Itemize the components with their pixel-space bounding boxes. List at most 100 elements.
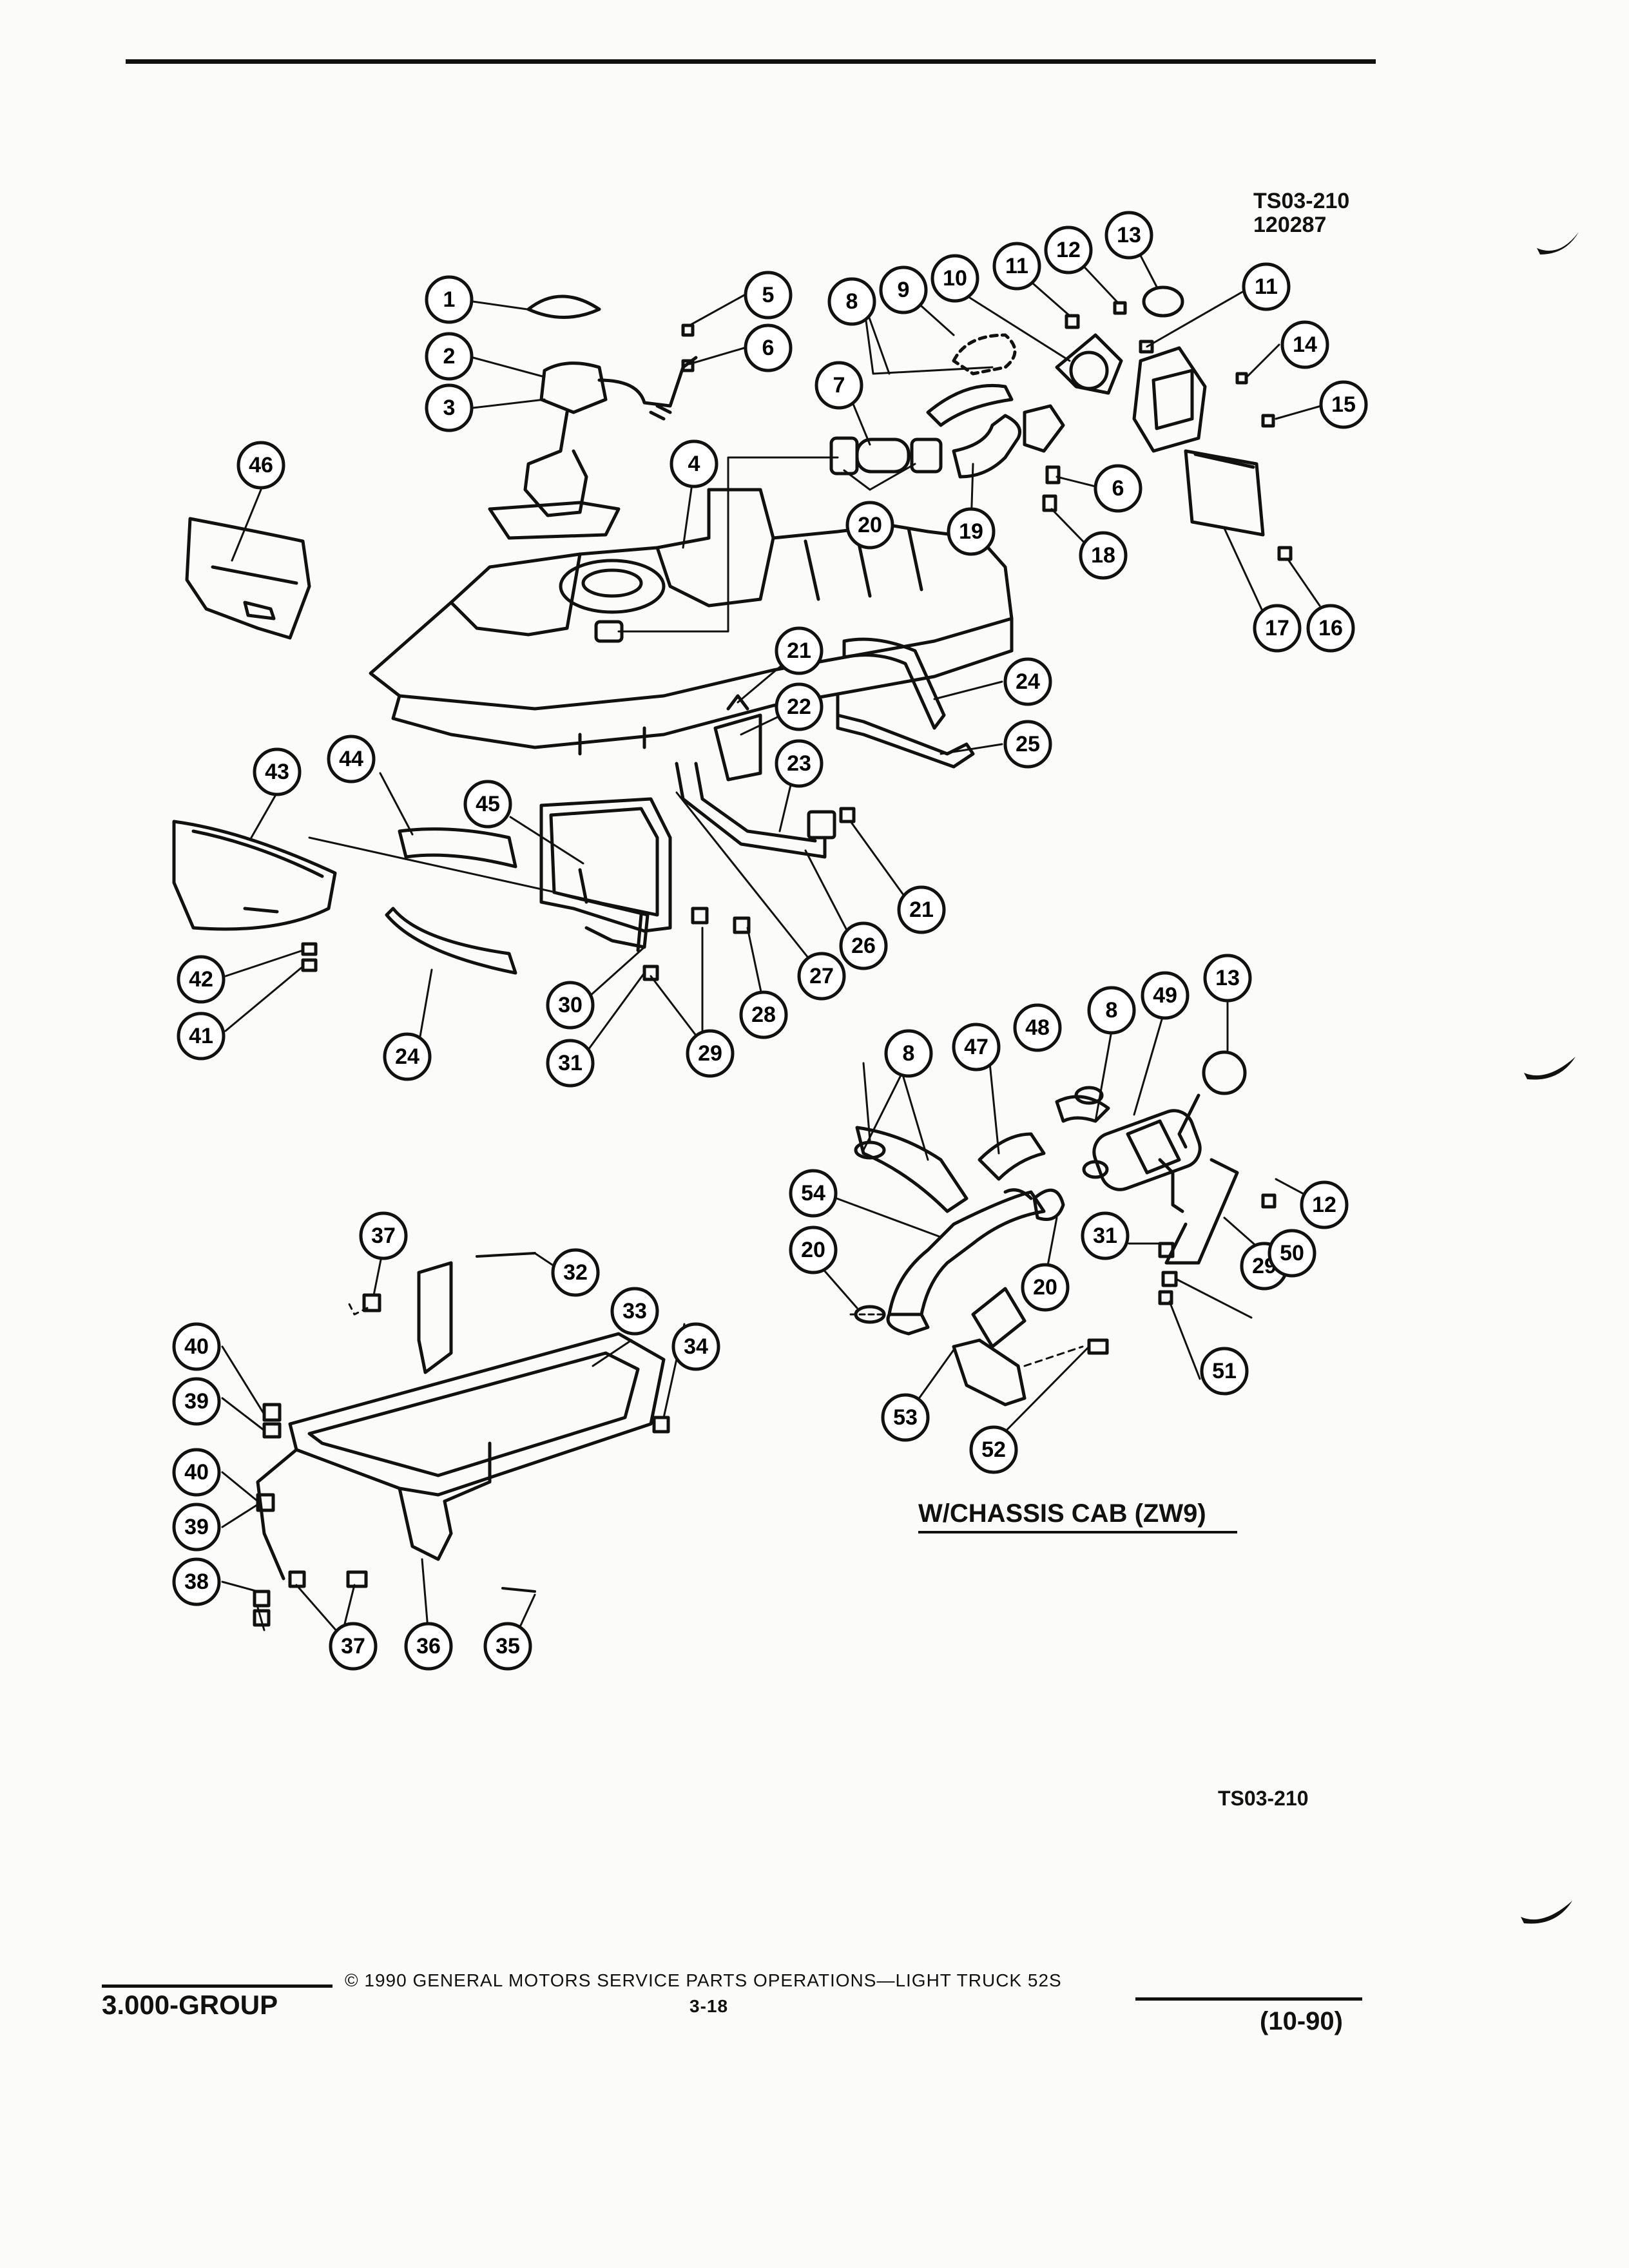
svg-text:54: 54: [801, 1181, 825, 1206]
svg-text:8: 8: [846, 289, 858, 314]
figure-date: 120287: [1253, 213, 1327, 237]
callout-31a: 31: [546, 1039, 595, 1088]
svg-text:52: 52: [981, 1437, 1006, 1462]
svg-text:26: 26: [851, 934, 876, 958]
callout-53: 53: [881, 1393, 930, 1442]
callout-37b: 37: [359, 1211, 408, 1260]
footer-copyright: © 1990 GENERAL MOTORS SERVICE PARTS OPER…: [345, 1970, 1062, 1990]
callout-4: 4: [670, 439, 718, 488]
svg-text:1: 1: [443, 287, 456, 312]
skid-shield-46-drawing: [185, 517, 311, 640]
svg-text:42: 42: [189, 967, 213, 992]
svg-text:33: 33: [622, 1299, 647, 1323]
svg-text:46: 46: [249, 453, 273, 477]
callout-8a: 8: [827, 277, 876, 326]
callout-20c: 20: [1021, 1263, 1070, 1312]
svg-text:20: 20: [1033, 1275, 1057, 1300]
svg-text:24: 24: [1016, 669, 1040, 694]
svg-text:2: 2: [443, 344, 456, 369]
svg-text:53: 53: [893, 1405, 918, 1430]
svg-text:11: 11: [1255, 274, 1278, 299]
svg-text:34: 34: [684, 1334, 708, 1359]
svg-text:27: 27: [809, 964, 834, 988]
svg-text:6: 6: [762, 336, 775, 360]
footer-rule-left: [102, 1984, 333, 1988]
callout-14: 14: [1280, 320, 1329, 369]
svg-text:17: 17: [1265, 616, 1289, 640]
callout-19: 19: [947, 507, 996, 556]
callout-41: 41: [177, 1012, 226, 1061]
callout-39b: 39: [172, 1377, 221, 1426]
callout-22: 22: [775, 682, 824, 731]
svg-text:16: 16: [1318, 616, 1343, 640]
callout-1: 1: [425, 275, 474, 324]
svg-text:44: 44: [339, 747, 363, 771]
svg-text:24: 24: [395, 1044, 419, 1069]
footer-rule-right: [1135, 1997, 1362, 2001]
svg-text:9: 9: [898, 278, 910, 302]
svg-text:40: 40: [184, 1334, 209, 1359]
callout-45: 45: [463, 780, 512, 829]
svg-text:31: 31: [1093, 1224, 1117, 1248]
svg-text:40: 40: [184, 1460, 209, 1485]
svg-text:35: 35: [496, 1634, 520, 1658]
figure-code: TS03-210: [1253, 189, 1350, 213]
callout-24a: 24: [1003, 657, 1052, 706]
svg-text:21: 21: [787, 639, 811, 663]
svg-text:36: 36: [416, 1634, 441, 1658]
svg-text:51: 51: [1212, 1359, 1237, 1383]
figure-code-bottom: TS03-210: [1218, 1787, 1309, 1810]
svg-text:10: 10: [943, 266, 967, 291]
svg-text:29: 29: [698, 1041, 722, 1066]
fuel-sender-assembly-drawing: [488, 294, 698, 540]
callout-3: 3: [425, 383, 474, 432]
svg-text:37: 37: [341, 1634, 365, 1658]
footer-revision: (10-90): [1260, 2007, 1343, 2035]
svg-text:5: 5: [762, 283, 775, 307]
svg-text:15: 15: [1331, 392, 1356, 417]
callout-10: 10: [930, 254, 979, 303]
svg-text:8: 8: [903, 1041, 915, 1066]
svg-text:39: 39: [184, 1515, 209, 1539]
callout-49: 49: [1141, 971, 1190, 1020]
svg-text:12: 12: [1312, 1193, 1336, 1217]
callout-42: 42: [177, 955, 226, 1004]
svg-text:3: 3: [443, 396, 456, 420]
footer-page-number: 3-18: [689, 1996, 729, 2016]
svg-text:4: 4: [688, 452, 700, 476]
callout-2: 2: [425, 332, 474, 381]
callout-37a: 37: [329, 1622, 378, 1671]
callout-48: 48: [1013, 1003, 1062, 1052]
callout-11a: 11: [992, 242, 1041, 291]
leader-lines: [221, 232, 1325, 1638]
svg-text:41: 41: [189, 1024, 213, 1048]
callout-21a: 21: [775, 626, 824, 675]
callout-18: 18: [1079, 531, 1128, 580]
callout-27: 27: [797, 952, 846, 1001]
svg-text:6: 6: [1112, 476, 1124, 501]
callout-43: 43: [253, 747, 302, 796]
callout-38: 38: [172, 1557, 221, 1606]
svg-text:8: 8: [1106, 998, 1118, 1023]
svg-text:13: 13: [1117, 223, 1141, 247]
callout-7: 7: [815, 361, 863, 410]
callout-40a: 40: [172, 1448, 221, 1497]
chassis-cab-caption: W/CHASSIS CAB (ZW9): [918, 1499, 1206, 1528]
svg-text:12: 12: [1056, 238, 1081, 262]
svg-text:21: 21: [909, 898, 934, 922]
footer-group: 3.000-GROUP: [102, 1990, 278, 2020]
callout-13b: 13: [1203, 954, 1252, 1003]
callout-12b: 12: [1300, 1180, 1349, 1229]
callout-11b: 11: [1242, 262, 1291, 311]
callout-34: 34: [671, 1322, 720, 1371]
callout-35: 35: [483, 1622, 532, 1671]
svg-text:14: 14: [1293, 332, 1317, 357]
svg-text:22: 22: [787, 695, 811, 719]
callout-23: 23: [775, 739, 824, 788]
callout-29a: 29: [686, 1029, 735, 1078]
skid-plate-assembly-drawing: [253, 1252, 670, 1627]
svg-text:30: 30: [558, 993, 583, 1017]
callout-15: 15: [1319, 380, 1368, 429]
binding-marks: [1521, 232, 1579, 1924]
top-rule: [126, 59, 1376, 64]
